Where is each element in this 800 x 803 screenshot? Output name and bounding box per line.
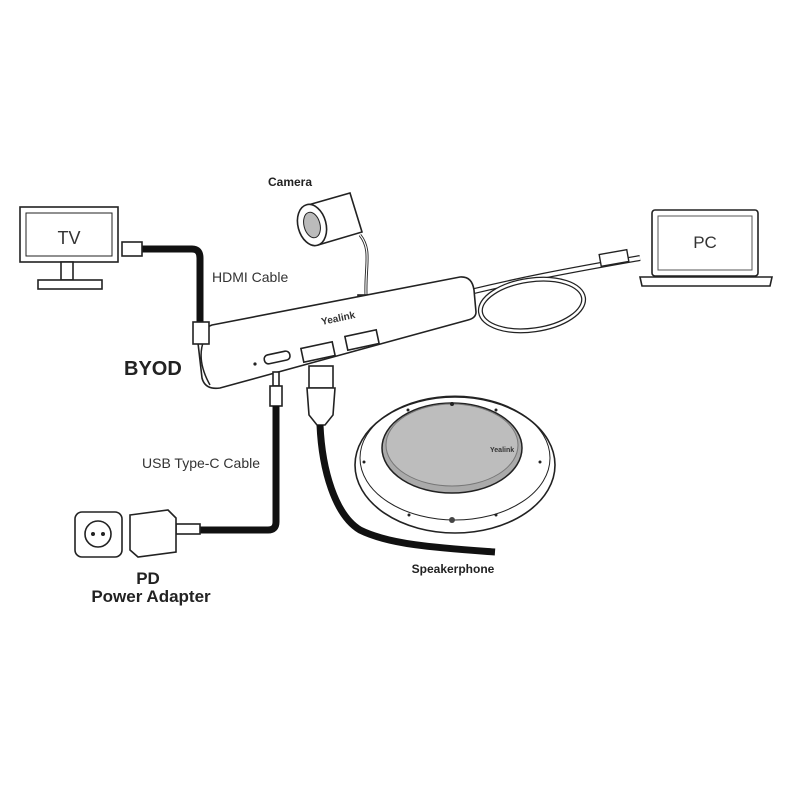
usb-c-cable-label: USB Type-C Cable: [142, 455, 260, 471]
pc-label: PC: [693, 233, 717, 252]
hdmi-cable-label: HDMI Cable: [212, 269, 288, 285]
speakerphone-device: Yealink Speakerphone: [354, 395, 556, 576]
tv-device: TV: [19, 206, 119, 290]
camera-label: Camera: [268, 175, 312, 189]
tv-label: TV: [57, 228, 80, 248]
byod-label: BYOD: [124, 358, 182, 380]
byod-hub: Yealink BYOD: [124, 276, 477, 390]
camera-device: Camera: [268, 175, 373, 318]
speaker-logo: Yealink: [490, 447, 514, 454]
usb-a-cable: [306, 365, 496, 556]
hdmi-cable: HDMI Cable: [121, 241, 288, 345]
power-adapter-label: Power Adapter: [91, 587, 211, 606]
pc-cable: [469, 248, 641, 334]
pd-label: PD: [136, 569, 160, 588]
speakerphone-label: Speakerphone: [412, 562, 495, 576]
usb-c-cable: USB Type-C Cable: [142, 371, 283, 535]
pc-device: PC: [639, 209, 773, 287]
power-adapter: PD Power Adapter: [74, 509, 211, 606]
